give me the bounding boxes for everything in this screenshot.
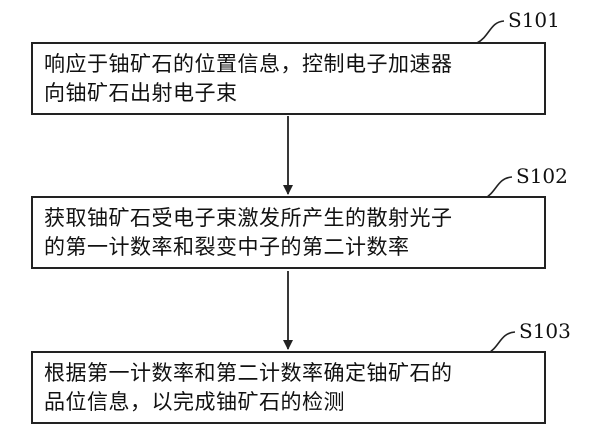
step-id-s103: S103	[519, 319, 571, 343]
step-box-s102: 获取铀矿石受电子束激发所产生的散射光子 的第一计数率和裂变中子的第二计数率	[31, 196, 546, 269]
step-box-s103: 根据第一计数率和第二计数率确定铀矿石的 品位信息，以完成铀矿石的检测	[31, 351, 546, 424]
step-s101-line-1: 响应于铀矿石的位置信息，控制电子加速器	[44, 51, 453, 76]
step-id-s101: S101	[508, 8, 560, 32]
leader-s101	[476, 20, 505, 44]
step-id-s102: S102	[516, 164, 568, 188]
step-s103-line-1: 根据第一计数率和第二计数率确定铀矿石的	[44, 360, 453, 385]
step-s102-line-2: 的第一计数率和裂变中子的第二计数率	[44, 234, 410, 259]
step-s103-line-2: 品位信息，以完成铀矿石的检测	[44, 389, 345, 414]
step-s102-line-1: 获取铀矿石受电子束激发所产生的散射光子	[44, 205, 453, 230]
step-s101-line-2: 向铀矿石出射电子束	[44, 80, 238, 105]
step-box-s101: 响应于铀矿石的位置信息，控制电子加速器 向铀矿石出射电子束	[31, 42, 546, 115]
